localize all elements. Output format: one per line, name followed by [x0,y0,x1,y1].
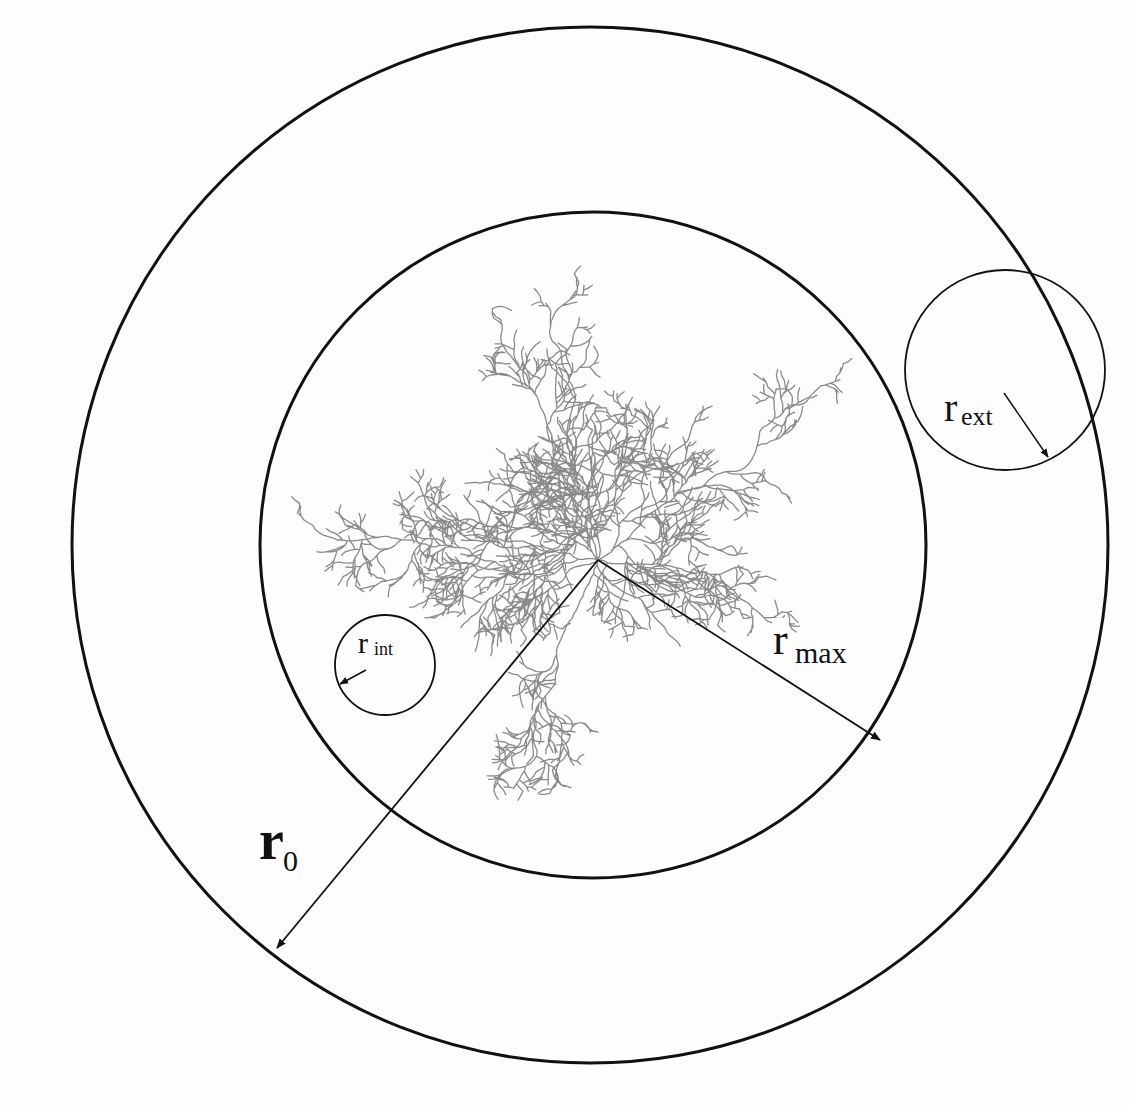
small-circle [335,615,435,715]
inner-circle [260,212,926,878]
radius-arrow [340,670,366,684]
outer-circle [72,27,1108,1063]
dla-cluster [292,266,852,800]
radius-subscript: 0 [282,846,299,876]
radius-subscript: ext [960,404,994,430]
radius-arrow [277,560,598,948]
radius-symbol: r [943,388,958,428]
radius-symbol: r [258,812,285,868]
dla-branches [292,266,852,800]
radius-symbol: r [772,618,789,662]
radius-arrow [598,560,880,740]
radius-arrow [1004,393,1048,457]
sampling-circle [905,270,1105,470]
radius-subscript: max [794,638,848,668]
radius-symbol: r [357,628,369,658]
radius-subscript: int [373,640,394,658]
